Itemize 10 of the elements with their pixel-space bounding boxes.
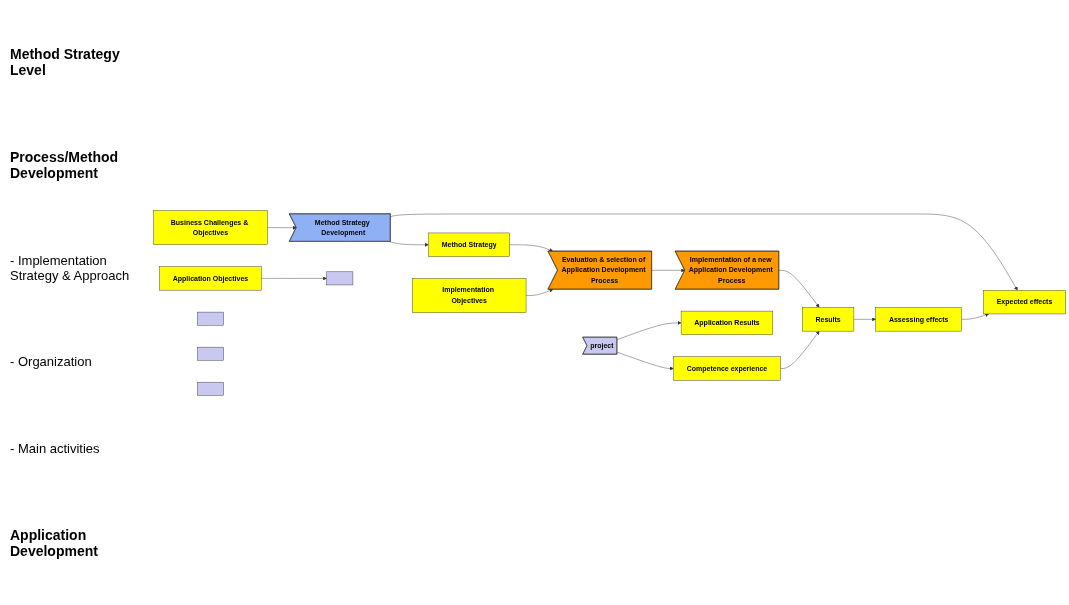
node-box <box>197 311 224 326</box>
bullet-note: - Organization <box>10 354 93 370</box>
bullet-note: - Main activities <box>10 440 101 456</box>
level-label: Application Development <box>10 527 99 560</box>
level-label: Method Strategy Level <box>10 45 121 78</box>
bullet-note: - Implementation Strategy & Approach <box>10 252 131 283</box>
node-box <box>197 381 224 396</box>
level-label: Process/Method Development <box>10 149 120 182</box>
node-box <box>326 271 354 285</box>
node-box <box>197 346 224 361</box>
